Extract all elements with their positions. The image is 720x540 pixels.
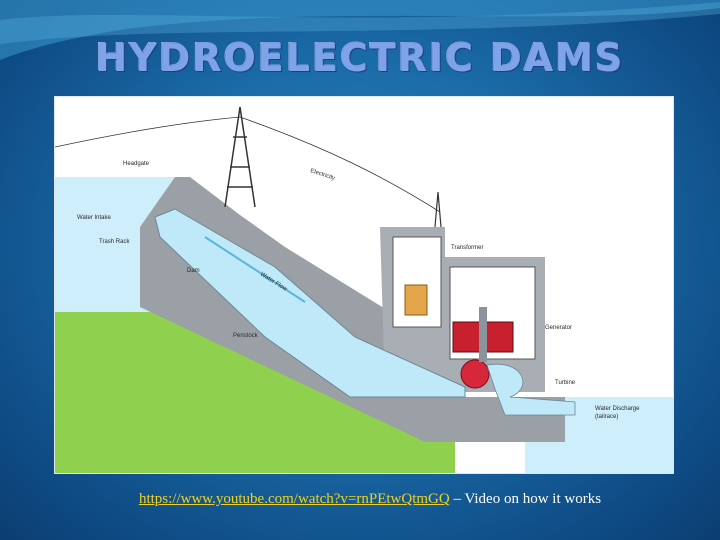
transformer-shape xyxy=(404,284,428,316)
label-penstock: Penstock xyxy=(233,333,259,339)
dam-body xyxy=(140,177,565,442)
power-line xyxy=(239,116,441,213)
water-flow-arrow xyxy=(204,236,306,303)
label-tailrace: (tailrace) xyxy=(595,414,618,420)
tailrace-channel xyxy=(486,363,576,416)
caption-separator: – xyxy=(449,491,465,507)
diagram-svg: Headgate Electricity Water Intake Trash … xyxy=(55,106,673,473)
power-line-left xyxy=(55,116,241,148)
label-turbine: Turbine xyxy=(555,380,576,386)
generator-shaft xyxy=(479,307,487,362)
ground xyxy=(55,312,455,473)
turbine-shape xyxy=(460,359,490,389)
hydroelectric-diagram: Headgate Electricity Water Intake Trash … xyxy=(54,96,674,474)
header-swoosh xyxy=(0,0,720,60)
caption-suffix: Video on how it works xyxy=(464,491,602,507)
label-transformer: Transformer xyxy=(451,245,483,251)
slide-title: Hydroelectric Dams xyxy=(95,36,625,80)
slide-caption: https://www.youtube.com/watch?v=rnPEtwQt… xyxy=(0,491,720,508)
label-water-discharge: Water Discharge xyxy=(595,406,640,412)
label-water-intake: Water Intake xyxy=(77,215,111,221)
label-headgate: Headgate xyxy=(123,161,150,167)
transmission-tower xyxy=(224,106,256,208)
label-electricity: Electricity xyxy=(309,168,335,182)
transformer-mast xyxy=(434,191,442,228)
label-dam: Dam xyxy=(187,268,200,274)
label-trash-rack: Trash Rack xyxy=(99,239,130,245)
label-generator: Generator xyxy=(545,325,572,331)
video-link[interactable]: https://www.youtube.com/watch?v=rnPEtwQt… xyxy=(138,491,450,507)
